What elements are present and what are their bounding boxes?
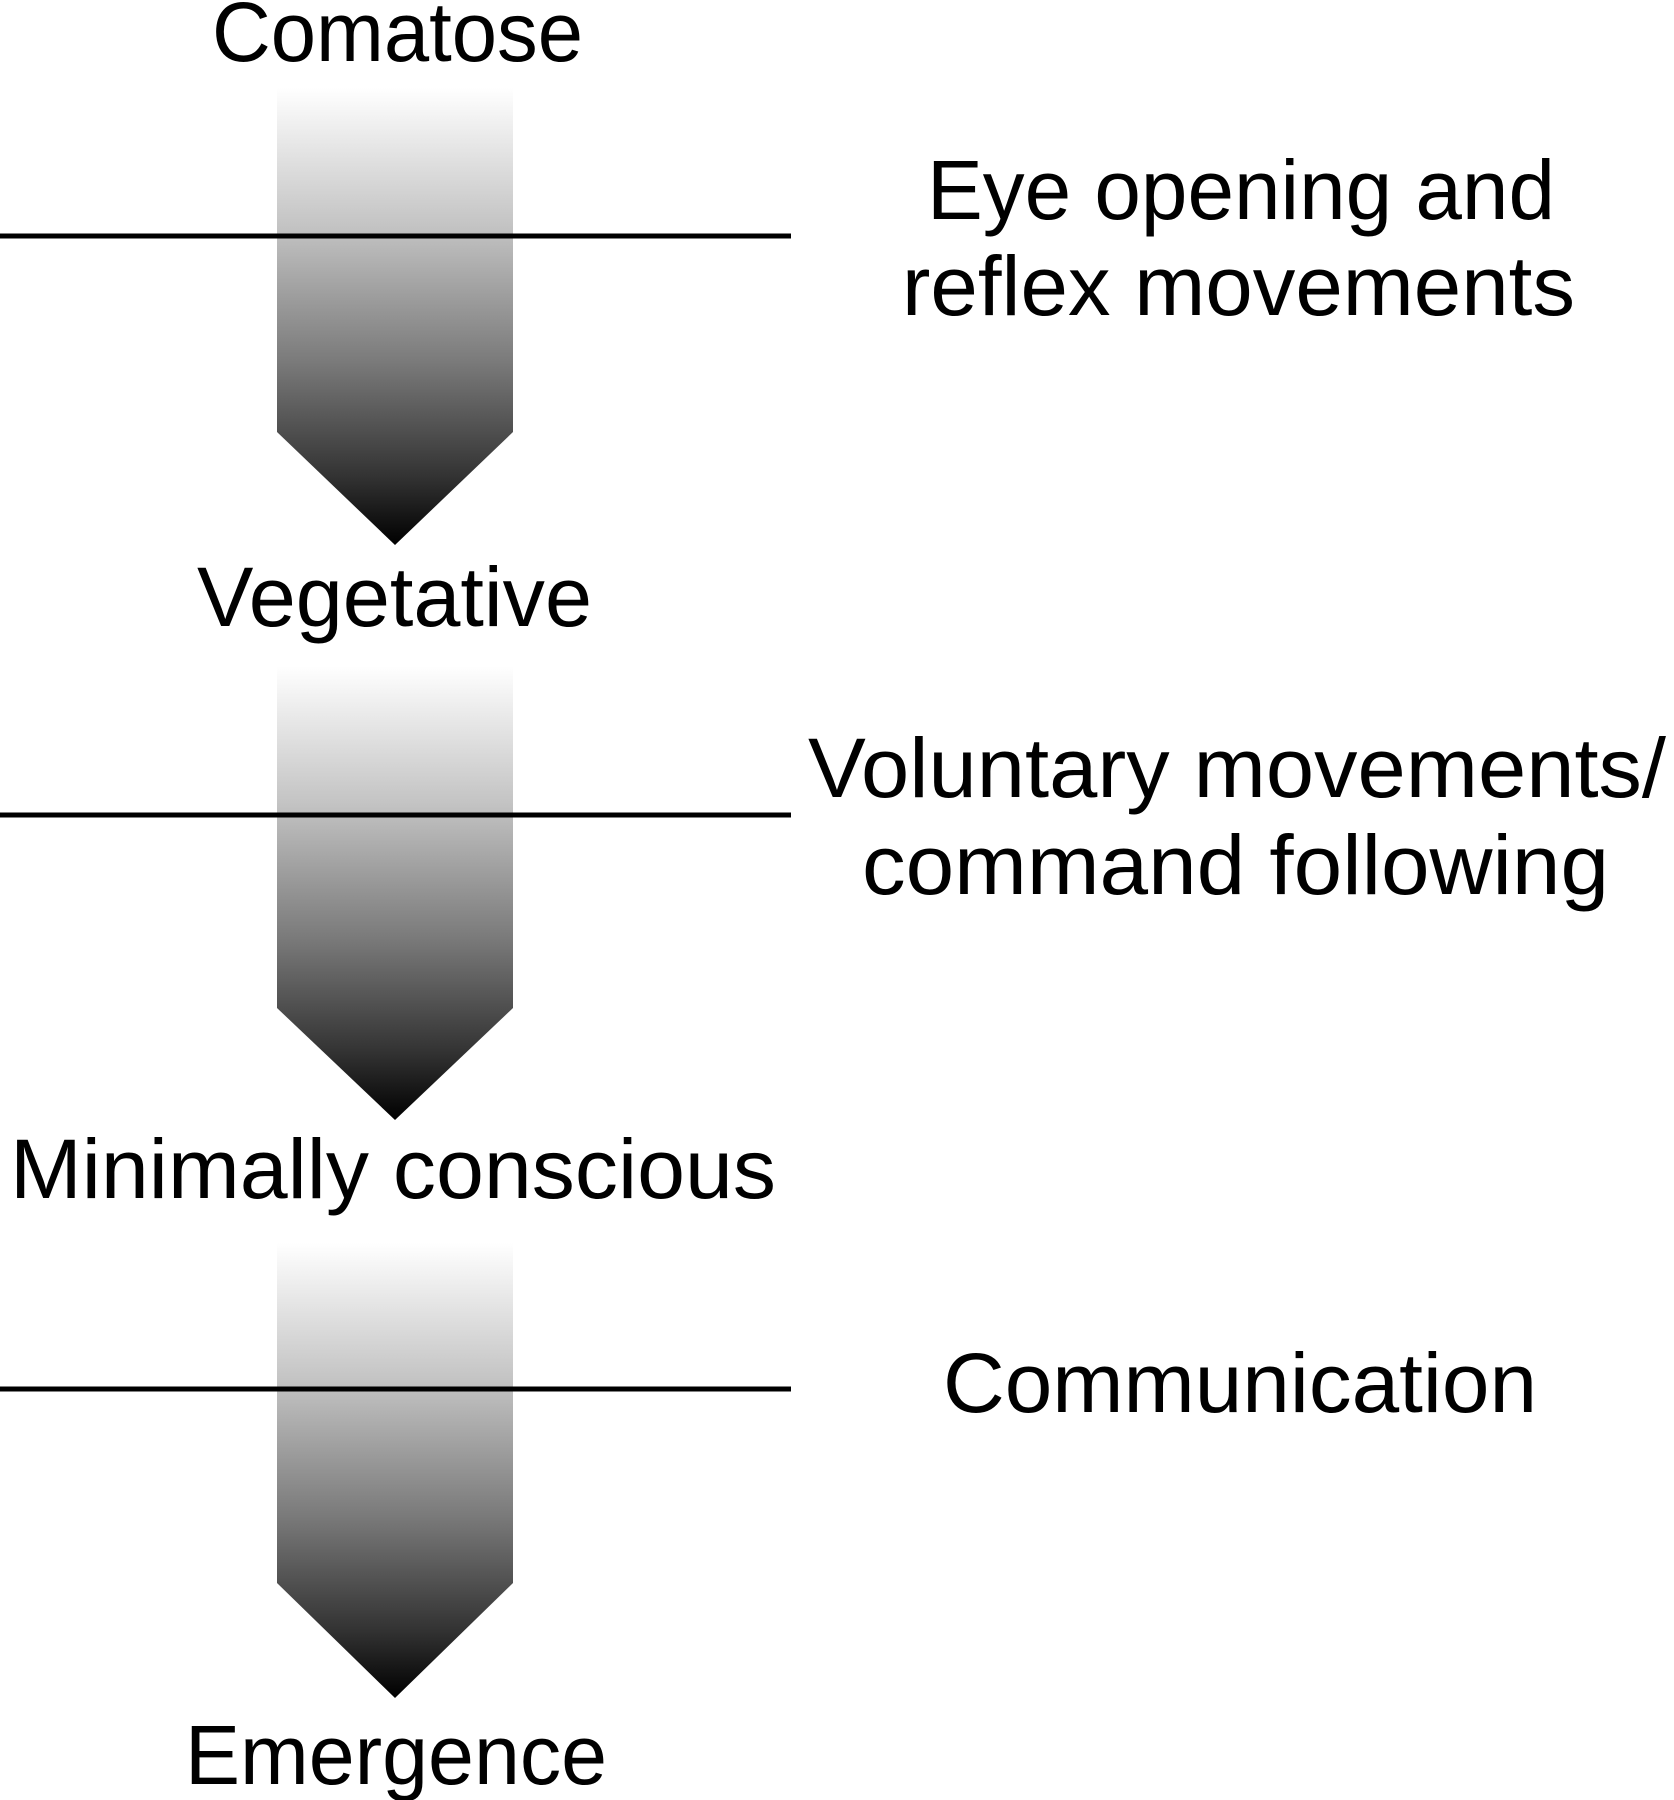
criterion-3-line-1: Communication [943, 1336, 1537, 1430]
criterion-2-line-2: command following [862, 818, 1609, 912]
transition-arrow-1 [277, 88, 513, 545]
transition-arrow-2 [277, 666, 513, 1120]
criterion-1-line-2: reflex movements [902, 239, 1575, 333]
state-label-vegetative: Vegetative [197, 550, 592, 644]
state-label-comatose: Comatose [212, 0, 583, 79]
state-label-emergence: Emergence [185, 1708, 607, 1800]
criterion-2-line-1: Voluntary movements/ [808, 721, 1667, 815]
transition-arrow-3 [277, 1243, 513, 1698]
criterion-1-line-1: Eye opening and [927, 143, 1555, 237]
state-label-minimally-conscious: Minimally conscious [10, 1122, 776, 1216]
